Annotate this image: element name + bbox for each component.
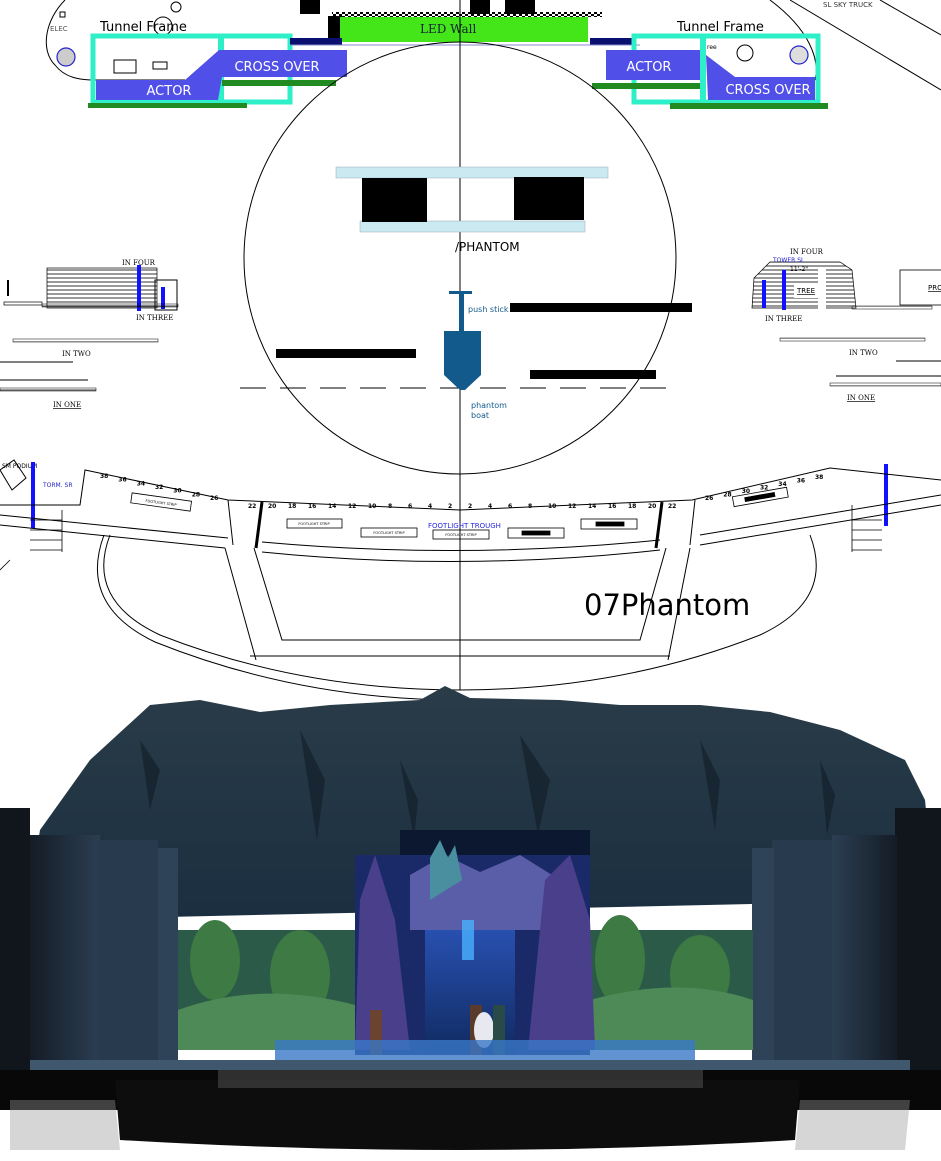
elec-label: ELEC (50, 25, 68, 33)
sl-sky-truck-label: SL SKY TRUCK (823, 1, 873, 9)
right-actor-path (606, 50, 700, 80)
apron-position-number: 18 (628, 503, 636, 510)
apron-position-number: 6 (408, 503, 412, 510)
left-actor-crossover-path (96, 50, 347, 100)
apron-position-number: 2 (468, 503, 472, 510)
apron-position-number: 28 (192, 491, 200, 498)
tree-small-label: ree (707, 44, 717, 51)
footlight-trough-label: FOOTLIGHT TROUGH (428, 522, 501, 530)
left-in-four-label: IN FOUR (122, 259, 156, 267)
apron-position-number: 34 (778, 481, 786, 488)
right-in-one-label: IN ONE (847, 394, 875, 402)
right-crossover-label: CROSS OVER (725, 83, 810, 98)
apron-position-number: 38 (815, 474, 823, 481)
led-wall-label: LED Wall (420, 22, 476, 36)
apron-position-number: 32 (760, 485, 768, 492)
apron-position-number: 8 (388, 503, 392, 510)
footlight-strips: FOOTLIGHT STRIP FOOTLIGHT STRIP FOOTLIGH… (130, 486, 789, 540)
tree-label: TREE (796, 287, 815, 295)
left-crossover-label: CROSS OVER (234, 60, 319, 75)
apron-position-number: 30 (742, 488, 750, 495)
footlight-strip-label: FOOTLIGHT STRIP (298, 522, 329, 526)
scene-title: 07Phantom (584, 588, 750, 622)
apron-position-number: 6 (508, 503, 512, 510)
apron-position-number: 18 (288, 503, 296, 510)
footlight-strip-label: FOOTLIGHT STRIP (145, 499, 176, 507)
right-in-two-label: IN TWO (849, 349, 878, 357)
chandelier (462, 920, 474, 960)
push-stick-label: push stick (468, 305, 509, 314)
apron-position-number: 22 (248, 503, 256, 510)
left-in-two-label: IN TWO (62, 350, 91, 358)
left-in-one-label: IN ONE (53, 401, 81, 409)
footlight-strip-label: FOOTLIGHT STRIP (373, 531, 404, 535)
apron-position-number: 26 (210, 495, 218, 502)
right-in-three-label: IN THREE (765, 315, 802, 323)
turntable: /PHANTOM push stick phantom boat (240, 0, 692, 690)
apron-position-number: 16 (308, 503, 316, 510)
apron-position-number: 22 (668, 503, 676, 510)
phantom-boat-label-1: phantom (471, 401, 507, 410)
rock-right (528, 855, 595, 1050)
left-wings: IN FOUR IN THREE IN TWO IN ONE SM PODIUM… (0, 259, 179, 571)
left-tunnel-area: ELEC Tunnel Frame ACTOR CROSS OVER (45, 0, 347, 108)
left-green-bar (88, 103, 247, 108)
thrust-apron (115, 1080, 800, 1150)
rock-portal-backdrop (25, 686, 935, 925)
apron-position-number: 32 (155, 484, 163, 491)
right-tunnel-frame-label: Tunnel Frame (676, 20, 764, 35)
stage-floor (30, 1060, 910, 1072)
set-rendering (0, 686, 941, 1150)
apron-position-number: 20 (268, 503, 276, 510)
apron-position-number: 8 (528, 503, 532, 510)
pro-label: PRO (928, 284, 941, 292)
left-green-bar-2 (222, 80, 336, 86)
rock-left (355, 855, 410, 1050)
apron-position-number: 20 (648, 503, 656, 510)
left-tunnel-frame-label: Tunnel Frame (99, 20, 187, 35)
footlight-strip-label: FOOTLIGHT STRIP (445, 533, 476, 537)
right-wings: IN FOUR TOWER SL 11'-2" TREE IN THREE IN… (751, 248, 941, 552)
apron-position-number: 4 (488, 503, 492, 510)
left-in-three-label: IN THREE (136, 314, 173, 322)
apron-position-number: 34 (137, 480, 145, 487)
apron-position-number: 10 (548, 503, 556, 510)
right-in-four-label: IN FOUR (790, 248, 824, 256)
right-actor-label: ACTOR (627, 60, 672, 75)
right-green-bar-2 (670, 103, 828, 109)
apron-position-number: 28 (723, 492, 731, 499)
right-green-bar (592, 83, 700, 89)
apron-position-number: 30 (173, 488, 181, 495)
elec-unit-icon (56, 47, 76, 67)
apron-position-number: 10 (368, 503, 376, 510)
apron-position-number: 2 (448, 503, 452, 510)
apron-position-number: 36 (118, 477, 126, 484)
phantom-boat-icon (444, 291, 481, 390)
phantom-label: /PHANTOM (455, 240, 520, 254)
torm-sr-label: TORM. SR (42, 482, 73, 489)
apron (0, 467, 941, 701)
right-crossover-path (706, 55, 815, 100)
apron-position-number: 16 (608, 503, 616, 510)
castle (430, 840, 462, 900)
apron-position-number: 36 (797, 478, 805, 485)
apron-position-number: 4 (428, 503, 432, 510)
led-wall-area: LED Wall (290, 0, 640, 46)
tower-sl-label: TOWER SL (772, 257, 805, 264)
left-actor-label: ACTOR (147, 84, 192, 99)
apron-position-number: 12 (348, 503, 356, 510)
right-tunnel-area: SL SKY TRUCK Tunnel Frame ree ACTOR CROS… (592, 0, 941, 109)
apron-position-number: 12 (568, 503, 576, 510)
tower-height-label: 11'-2" (790, 266, 808, 273)
apron-position-number: 26 (705, 495, 713, 502)
apron-position-number: 14 (588, 503, 596, 510)
apron-position-number: 14 (328, 503, 336, 510)
apron-position-number: 38 (100, 473, 108, 480)
sm-podium-label: SM PODIUM (2, 463, 37, 470)
led-wall (340, 17, 588, 42)
phantom-boat-label-2: boat (471, 411, 489, 420)
